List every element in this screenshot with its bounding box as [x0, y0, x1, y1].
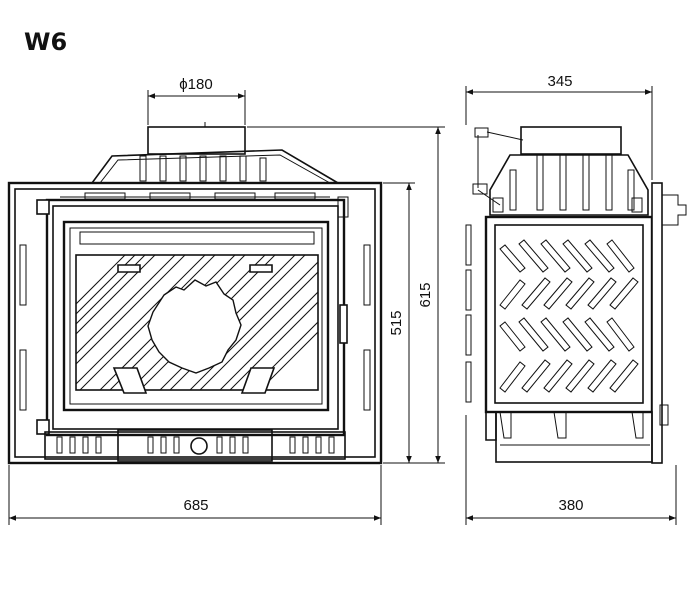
side-ribs — [499, 239, 639, 393]
outer-frame — [7, 181, 383, 465]
model-title: W6 — [24, 28, 67, 56]
glass-window — [62, 220, 330, 412]
left-lower-slot — [19, 349, 27, 411]
right-lower-slot — [363, 349, 371, 411]
air-control-knob — [190, 437, 208, 455]
rear-slots — [465, 224, 472, 403]
door-handle — [339, 304, 348, 344]
side-ash-box — [495, 411, 653, 463]
ash-drawer — [117, 429, 273, 462]
flue-collar — [147, 126, 246, 155]
front-view — [7, 122, 383, 465]
flue-diameter-label: ϕ180 — [179, 76, 212, 93]
side-hood-slots — [509, 154, 635, 211]
bottom-hinge — [36, 419, 50, 435]
front-width-label: 685 — [183, 497, 208, 514]
fire-opening — [147, 279, 242, 374]
right-grate-leg — [240, 367, 276, 394]
side-body — [484, 215, 654, 414]
ash-tray — [44, 431, 346, 460]
dimension-lines — [8, 86, 677, 525]
top-hood-slots — [139, 155, 267, 182]
top-hood — [91, 149, 339, 184]
left-upper-slot — [19, 244, 27, 306]
total-height-label: 615 — [417, 282, 434, 307]
side-top-depth-label: 345 — [547, 73, 572, 90]
side-top-hood — [489, 154, 649, 216]
side-flue-collar — [520, 126, 622, 155]
side-view — [465, 126, 687, 464]
side-door-profile — [651, 182, 663, 464]
body-height-label: 515 — [388, 310, 405, 335]
right-upper-slot — [363, 244, 371, 306]
ash-tray-vents — [56, 436, 335, 454]
top-hinge — [36, 199, 50, 215]
side-bottom-depth-label: 380 — [558, 497, 583, 514]
left-grate-leg — [112, 367, 148, 394]
